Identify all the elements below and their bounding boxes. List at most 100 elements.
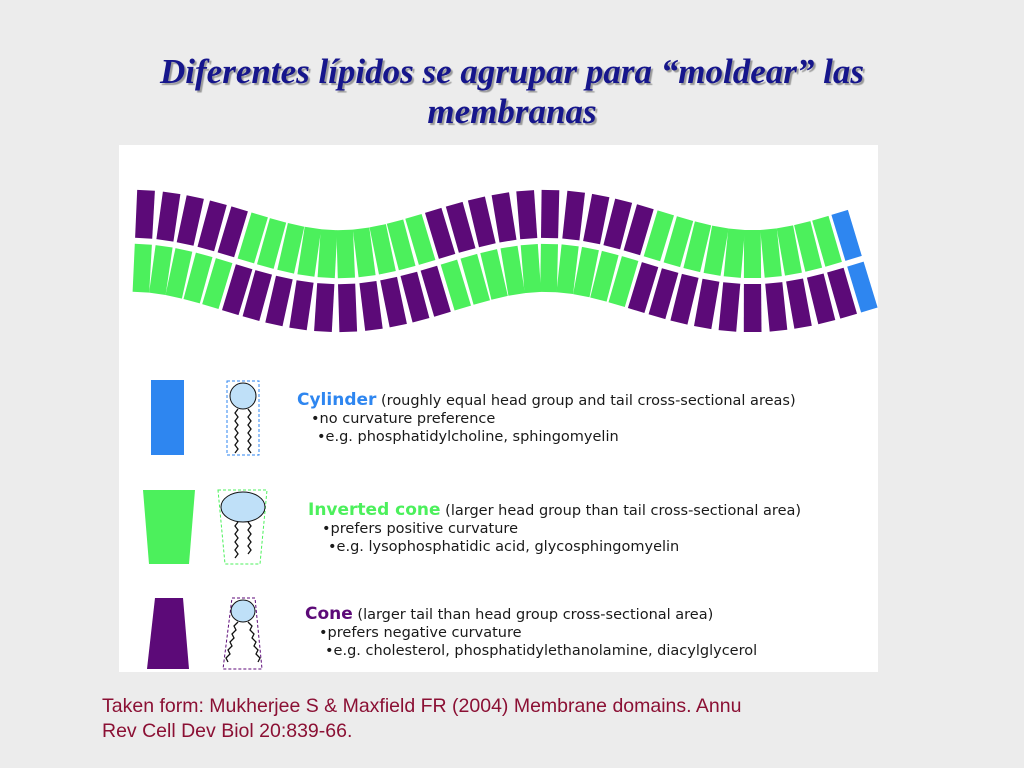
inner-leaflet-lipid	[149, 245, 173, 295]
inner-leaflet-lipid	[786, 278, 812, 329]
outer-leaflet-lipid	[491, 192, 517, 243]
lipid-shape-figure: Cylinder (roughly equal head group and t…	[119, 145, 878, 672]
cone-bullet-1: •prefers negative curvature	[319, 625, 522, 641]
inner-leaflet-lipid	[400, 271, 430, 323]
inner-leaflet-lipid	[183, 252, 213, 304]
outer-leaflet-lipid	[176, 195, 204, 246]
outer-leaflet-lipid	[425, 207, 456, 259]
cylinder-shape	[151, 380, 184, 455]
outer-leaflet-lipid	[831, 209, 862, 261]
inverted-cone-lipid-tail	[247, 521, 252, 555]
inner-leaflet-lipid	[289, 280, 314, 331]
inverted-cone-row: Inverted cone (larger head group than ta…	[119, 487, 878, 567]
citation: Taken form: Mukherjee S & Maxfield FR (2…	[102, 694, 902, 744]
outer-leaflet-lipid	[352, 227, 376, 278]
outer-leaflet-lipid	[683, 221, 712, 273]
inner-leaflet-lipid	[480, 249, 508, 300]
outer-leaflet-lipid	[217, 206, 248, 258]
outer-leaflet-lipid	[317, 229, 338, 279]
cylinder-bullet-2: •e.g. phosphatidylcholine, sphingomyelin	[317, 429, 619, 445]
cylinder-shape-icons	[151, 380, 260, 456]
cone-lipid-head	[230, 599, 256, 623]
cone-description: Cone (larger tail than head group cross-…	[305, 605, 757, 660]
cylinder-outline	[226, 380, 260, 456]
outer-leaflet-lipid	[723, 228, 745, 278]
cone-row: Cone (larger tail than head group cross-…	[119, 595, 878, 672]
outer-leaflet-lipid	[623, 204, 654, 256]
outer-leaflet-lipid	[405, 214, 436, 265]
outer-leaflet-lipid	[336, 229, 355, 279]
cone-shape	[147, 598, 189, 669]
outer-leaflet-lipid	[156, 191, 181, 242]
outer-leaflet-lipid	[386, 219, 416, 271]
cone-outline	[222, 597, 263, 670]
outer-leaflet-lipid	[743, 230, 762, 278]
citation-line-2: Rev Cell Dev Biol 20:839-66.	[102, 720, 353, 742]
inverted-cone-shape	[143, 490, 195, 564]
inner-leaflet-lipid	[460, 253, 490, 305]
inner-leaflet-lipid	[608, 256, 639, 307]
cylinder-lipid-head	[229, 382, 257, 410]
outer-leaflet-lipid	[760, 228, 782, 278]
inner-leaflet-lipid	[540, 243, 558, 293]
outer-leaflet-lipid	[562, 190, 585, 241]
cone-shape-icons	[147, 597, 263, 670]
cylinder-row: Cylinder (roughly equal head group and t…	[119, 377, 878, 462]
outer-leaflet-lipid	[135, 189, 155, 239]
outer-leaflet-lipid	[643, 210, 674, 262]
cylinder-lipid-tail	[234, 408, 239, 454]
cylinder-description: Cylinder (roughly equal head group and t…	[297, 391, 796, 446]
inverted-cone-outline	[217, 489, 268, 565]
inner-leaflet-lipid	[222, 264, 253, 316]
inverted-cone-lipid-tail	[234, 521, 239, 559]
inner-leaflet-lipid	[440, 259, 471, 311]
outer-leaflet-lipid	[297, 226, 322, 277]
outer-leaflet-lipid	[445, 201, 476, 253]
outer-leaflet-lipid	[516, 190, 538, 240]
outer-leaflet-lipid	[794, 221, 823, 272]
cone-name: Cone	[305, 604, 353, 624]
outer-leaflet-lipid	[812, 215, 842, 267]
inner-leaflet-lipid	[338, 283, 358, 333]
cone-bullet-2: •e.g. cholesterol, phosphatidylethanolam…	[325, 643, 758, 659]
citation-line-1: Taken form: Mukherjee S & Maxfield FR (2…	[102, 695, 742, 717]
cone-lipid-tail	[225, 621, 239, 663]
inner-leaflet-lipid	[718, 282, 741, 332]
inner-leaflet-lipid	[520, 244, 542, 294]
outer-leaflet-lipid	[467, 196, 496, 248]
inner-leaflet-lipid	[380, 276, 407, 328]
outer-leaflet-lipid	[603, 198, 633, 250]
cylinder-bullet-1: •no curvature preference	[311, 411, 496, 427]
inner-leaflet-lipid	[573, 246, 599, 298]
membrane-bilayer-diagram	[132, 189, 878, 333]
cylinder-name: Cylinder	[297, 390, 377, 410]
inner-leaflet-lipid	[648, 268, 679, 320]
outer-leaflet-lipid	[541, 189, 560, 239]
inner-leaflet-lipid	[827, 267, 857, 319]
inner-leaflet-lipid	[202, 258, 233, 309]
inner-leaflet-lipid	[670, 273, 699, 325]
inverted-cone-name: Inverted cone	[308, 500, 441, 520]
inverted-cone-bullet-1: •prefers positive curvature	[322, 521, 518, 537]
inner-leaflet-lipid	[590, 250, 619, 302]
slide-title: Diferentes lípidos se agrupar para “mold…	[60, 52, 964, 132]
outer-leaflet-lipid	[703, 225, 729, 276]
inner-leaflet-lipid	[242, 270, 272, 321]
title-line-2: membranas	[427, 92, 597, 131]
outer-leaflet-lipid	[277, 223, 305, 274]
inner-leaflet-lipid	[500, 245, 525, 296]
inner-leaflet-lipid	[765, 282, 788, 332]
outer-leaflet-lipid	[583, 193, 610, 245]
cylinder-lipid-tail	[247, 408, 252, 454]
inner-leaflet-lipid	[556, 244, 579, 294]
cone-detail: (larger tail than head group cross-secti…	[352, 607, 714, 623]
inner-leaflet-lipid	[627, 262, 659, 313]
outer-leaflet-lipid	[663, 216, 694, 268]
inner-leaflet-lipid	[359, 281, 383, 331]
outer-leaflet-lipid	[237, 212, 268, 264]
outer-leaflet-lipid	[257, 218, 287, 269]
inner-leaflet-lipid	[165, 248, 193, 299]
title-line-1: Diferentes lípidos se agrupar para “mold…	[160, 52, 864, 91]
inner-leaflet-lipid	[314, 283, 335, 332]
outer-leaflet-lipid	[776, 225, 802, 276]
